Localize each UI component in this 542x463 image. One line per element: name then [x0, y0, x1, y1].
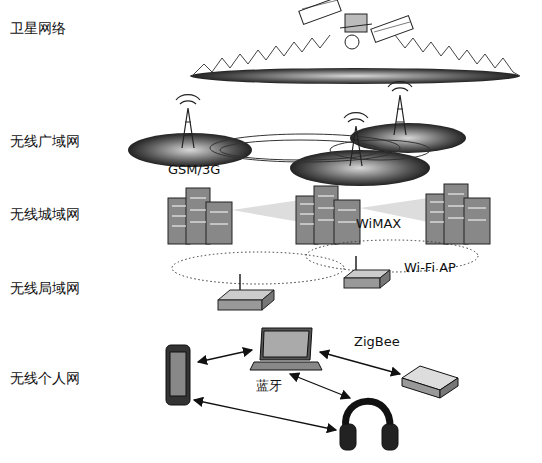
technology-label: WiMAX: [356, 216, 401, 232]
wimax-beam: [232, 200, 300, 222]
satellite: [299, 0, 413, 49]
wan-links: [210, 134, 430, 162]
layer-label: 无线局域网: [10, 280, 80, 296]
cell-tower: [176, 82, 412, 166]
building-windows: [172, 194, 486, 226]
wlan-coverage: [172, 252, 344, 284]
layer-label: 无线城域网: [10, 206, 80, 222]
satellite-footprint: [190, 68, 520, 84]
building: [168, 184, 490, 244]
technology-label: GSM/3G: [168, 162, 220, 178]
satellite-beam: [192, 35, 330, 76]
laptop: [250, 328, 322, 370]
cell-coverage: [128, 133, 252, 167]
wifi-router: [218, 256, 390, 310]
technology-label: Wi-Fi AP: [404, 260, 456, 276]
pan-link: [194, 350, 400, 430]
zigbee-device: [402, 366, 458, 398]
layer-label: 无线广域网: [10, 133, 80, 149]
satellite-beam: [395, 35, 520, 76]
technology-label: ZigBee: [354, 334, 400, 350]
smartphone: [166, 345, 190, 405]
technology-label: 蓝牙: [256, 378, 282, 394]
headphones: [340, 401, 398, 450]
layer-label: 卫星网络: [10, 20, 66, 36]
cell-coverage: [350, 123, 466, 153]
layer-label: 无线个人网: [10, 370, 80, 386]
